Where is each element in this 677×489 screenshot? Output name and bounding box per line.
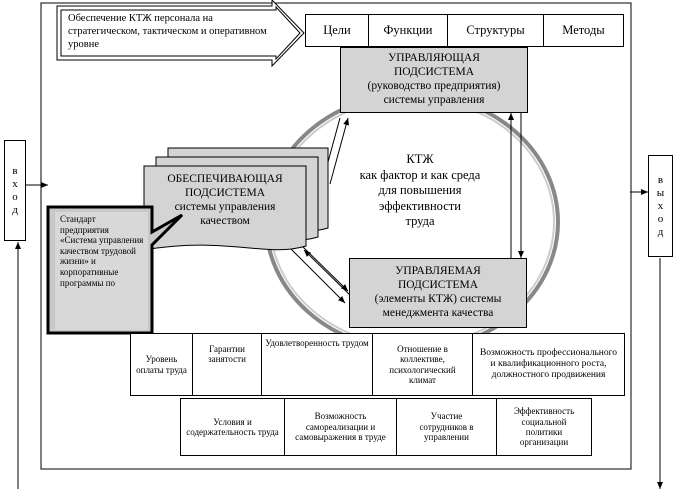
- output-letter: д: [657, 225, 664, 238]
- element-social-policy: Эффективность социальной политики органи…: [496, 398, 592, 456]
- supporting-line2: ПОДСИСТЕМА: [184, 187, 266, 200]
- element-work-conditions: Условия и содержательность труда: [180, 398, 285, 456]
- tab-goals: Цели: [305, 14, 369, 47]
- center-line3: для повышения: [378, 183, 462, 198]
- input-letter: д: [12, 203, 18, 216]
- output-letter: в: [657, 173, 664, 186]
- managing-subsystem: УПРАВЛЯЮЩАЯ ПОДСИСТЕМА (руководство пред…: [340, 47, 528, 113]
- managing-line1: УПРАВЛЯЮЩАЯ: [388, 52, 480, 65]
- supporting-subsystem-shape: [143, 165, 307, 251]
- managed-line2: ПОДСИСТЕМА: [397, 279, 479, 292]
- managing-line3: (руководство предприятия): [367, 80, 501, 92]
- supporting-line3: системы управления: [174, 201, 276, 213]
- header-note: Обеспечение КТЖ персонала на стратегичес…: [68, 13, 267, 51]
- input-box: в х о д: [4, 140, 26, 241]
- input-letter: в: [12, 164, 18, 177]
- element-job-satisfaction: Удовлетворенность трудом: [261, 333, 373, 396]
- output-letter: ы: [656, 186, 665, 199]
- managed-line3: (элементы КТЖ) системы: [374, 293, 502, 305]
- standard-note: Стандарт предприятия «Система управления…: [60, 214, 144, 288]
- center-line4: эффективности: [379, 198, 461, 213]
- output-box: в ы х о д: [648, 155, 673, 257]
- managed-line1: УПРАВЛЯЕМАЯ: [395, 265, 481, 278]
- outer-frame: [40, 2, 632, 470]
- output-letter: о: [657, 212, 664, 225]
- element-pay-level: Уровень оплаты труда: [130, 333, 193, 396]
- supporting-subsystem: ОБЕСПЕЧИВАЮЩАЯ ПОДСИСТЕМА системы управл…: [148, 168, 302, 234]
- header-arrow-outline: [56, 0, 305, 68]
- element-participation: Участие сотрудников в управлении: [396, 398, 497, 456]
- element-career-growth: Возможность профессионального и квалифик…: [472, 333, 625, 396]
- center-label: КТЖ как фактор и как среда для повышения…: [336, 145, 504, 237]
- managing-line4: системы управления: [383, 93, 485, 106]
- tab-functions: Функции: [368, 14, 448, 47]
- center-line5: труда: [405, 214, 435, 229]
- tab-structures: Структуры: [447, 14, 544, 47]
- element-job-security: Гарантии занятости: [192, 333, 262, 396]
- supporting-line1: ОБЕСПЕЧИВАЮЩАЯ: [167, 173, 283, 186]
- managing-line2: ПОДСИСТЕМА: [393, 66, 475, 79]
- center-line1: КТЖ: [406, 151, 434, 166]
- center-line2: как фактор и как среда: [359, 167, 481, 182]
- element-team-climate: Отношение в коллективе, психологический …: [372, 333, 473, 396]
- input-letter: о: [12, 190, 18, 203]
- tab-methods: Методы: [543, 14, 624, 47]
- element-self-realization: Возможность самореализации и самовыражен…: [284, 398, 397, 456]
- supporting-line4: качеством: [200, 214, 250, 227]
- output-letter: х: [657, 199, 664, 212]
- input-letter: х: [12, 177, 18, 190]
- managed-line4: менеджмента качества: [382, 306, 494, 319]
- managed-subsystem: УПРАВЛЯЕМАЯ ПОДСИСТЕМА (элементы КТЖ) си…: [349, 258, 527, 328]
